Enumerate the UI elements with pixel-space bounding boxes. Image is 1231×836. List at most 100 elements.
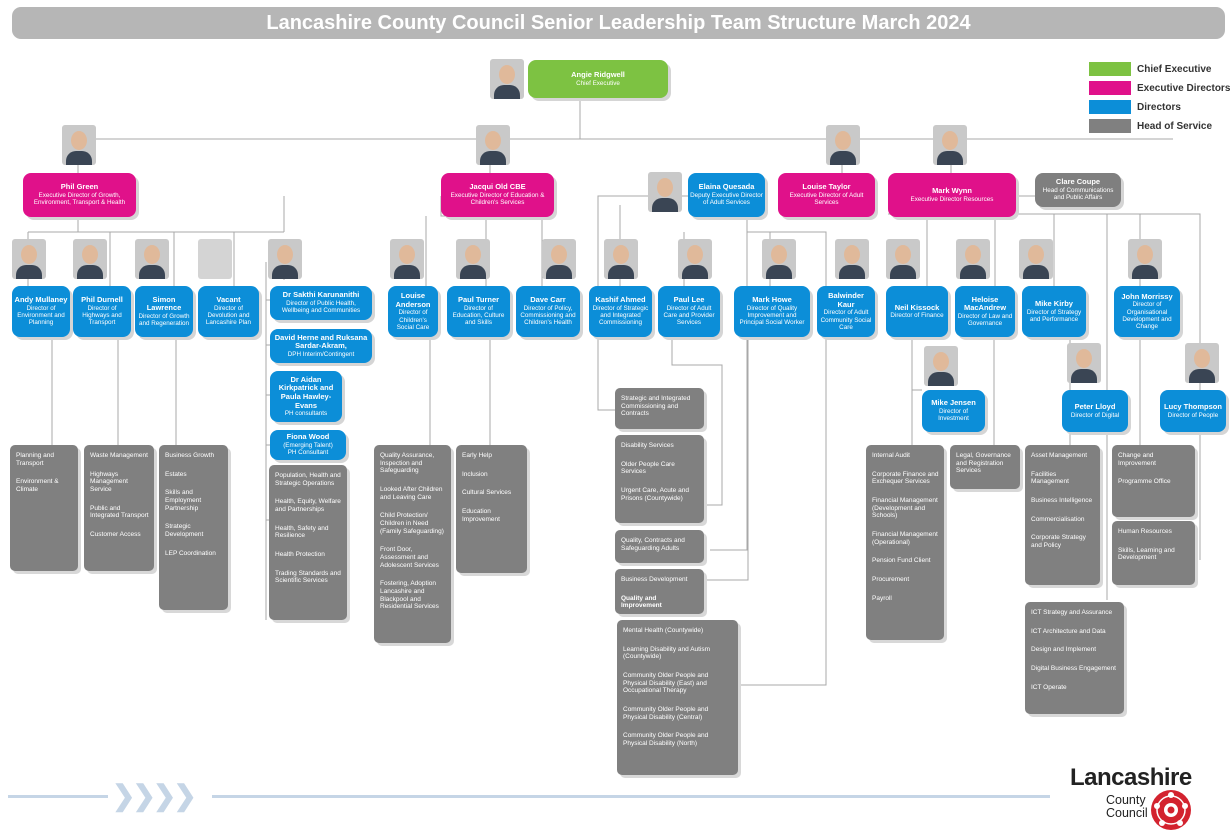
service-item: Corporate Strategy and Policy: [1031, 534, 1086, 549]
phil-green-photo: [62, 125, 96, 165]
role: Director of Public Health, Wellbeing and…: [281, 300, 361, 315]
services-lucy: Human Resources Skills, Learning and Dev…: [1112, 521, 1195, 585]
name: Heloise MacAndrew: [963, 294, 1007, 313]
legend-swatch: [1089, 62, 1131, 76]
service-item: Human Resources: [1118, 528, 1172, 535]
service-item: Quality and Improvement: [621, 594, 662, 610]
ceo-role: Chief Executive: [576, 79, 620, 87]
elaina-quesada-photo: [648, 172, 682, 212]
service-item: Facilities Management: [1031, 470, 1069, 486]
director-david-ruksana[interactable]: David Herne and Ruksana Sardar-Akram,DPH…: [270, 329, 372, 363]
red-rose-icon: [1151, 790, 1191, 830]
name: Phil Green: [60, 182, 99, 192]
service-item: Business Growth: [165, 452, 215, 459]
services-andy: Planning and Transport Environment & Cli…: [10, 445, 78, 571]
dave-carr-photo: [542, 239, 576, 279]
services-paul-turner: Early Help Inclusion Cultural Services E…: [456, 445, 527, 573]
service-item: Quality Assurance, Inspection and Safegu…: [380, 452, 435, 475]
role: Director of Adult Community Social Care: [820, 309, 872, 331]
service-item: Waste Management: [90, 452, 148, 459]
service-item: Business Intelligence: [1031, 496, 1093, 504]
balwinder-photo: [835, 239, 869, 279]
services-mike-kirby: Asset Management Facilities Management B…: [1025, 445, 1100, 585]
services-paul-lee: Disability Services Older People Care Se…: [615, 435, 704, 523]
service-item: Digital Business Engagement: [1031, 664, 1116, 672]
service-item: Business Development: [621, 576, 688, 583]
logo-name: Lancashire: [1070, 764, 1192, 791]
name: Paul Lee: [673, 295, 705, 305]
service-item: Design and Implement: [1031, 646, 1097, 654]
peter-photo: [1067, 343, 1101, 383]
legend-label: Head of Service: [1137, 120, 1213, 132]
mark-howe-photo: [762, 239, 796, 279]
name: David Herne and Ruksana Sardar-Akram,: [274, 332, 368, 351]
role: Head of Communications and Public Affair…: [1042, 187, 1114, 202]
paul-turner-photo: [456, 239, 490, 279]
name: Dave Carr: [530, 295, 566, 305]
role: Director of Organisational Development a…: [1122, 301, 1172, 331]
vacant-photo: [198, 239, 232, 279]
director-fiona[interactable]: Fiona Wood(Emerging Talent)PH Consultant: [270, 430, 346, 460]
service-item: Education Improvement: [462, 507, 500, 523]
service-item: Community Older People and Physical Disa…: [623, 732, 709, 747]
footer-line: [8, 795, 108, 798]
name: Paul Turner: [457, 295, 500, 305]
role: PH consultants: [284, 410, 328, 418]
role: Director of Investment: [938, 408, 969, 423]
name: Vacant: [216, 295, 241, 305]
role: Executive Director of Adult Services: [789, 192, 864, 207]
name: Clare Coupe: [1055, 177, 1101, 187]
role: Executive Director Resources: [910, 195, 994, 203]
footer-line: [212, 795, 1050, 798]
role: Deputy Executive Director of Adult Servi…: [690, 192, 763, 207]
simon-photo: [135, 239, 169, 279]
name: Mike Jensen: [931, 398, 976, 408]
name: Dr Sakthi Karunanithi: [282, 290, 360, 300]
legend-executive-directors: Executive Directors: [1089, 81, 1230, 95]
service-item: Financial Management (Operational): [872, 530, 938, 546]
role: Director of Adult Care and Provider Serv…: [663, 304, 715, 327]
role: Director of Devolution and Lancashire Pl…: [205, 304, 252, 327]
service-item: Inclusion: [462, 470, 488, 478]
logo-sub: County Council: [1106, 793, 1148, 821]
role: Director of Strategic and Integrated Com…: [592, 304, 649, 327]
services-public-health: Population, Health and Strategic Operati…: [269, 465, 347, 620]
director-aidan-paula[interactable]: Dr Aidan Kirkpatrick and Paula Hawley-Ev…: [270, 371, 342, 422]
services-neil: Internal Audit Corporate Finance and Exc…: [866, 445, 944, 640]
service-item: Strategic and Integrated Commissioning a…: [621, 395, 691, 418]
service-item: Quality, Contracts and Safeguarding Adul…: [621, 537, 685, 552]
service-item: Cultural Services: [462, 489, 512, 497]
legend-head-of-service: Head of Service: [1089, 119, 1212, 133]
service-item: Corporate Finance and Exchequer Services: [872, 470, 939, 486]
role: Director of Finance: [890, 312, 944, 320]
phil-durnell-photo: [73, 239, 107, 279]
page-title: Lancashire County Council Senior Leaders…: [12, 7, 1225, 39]
